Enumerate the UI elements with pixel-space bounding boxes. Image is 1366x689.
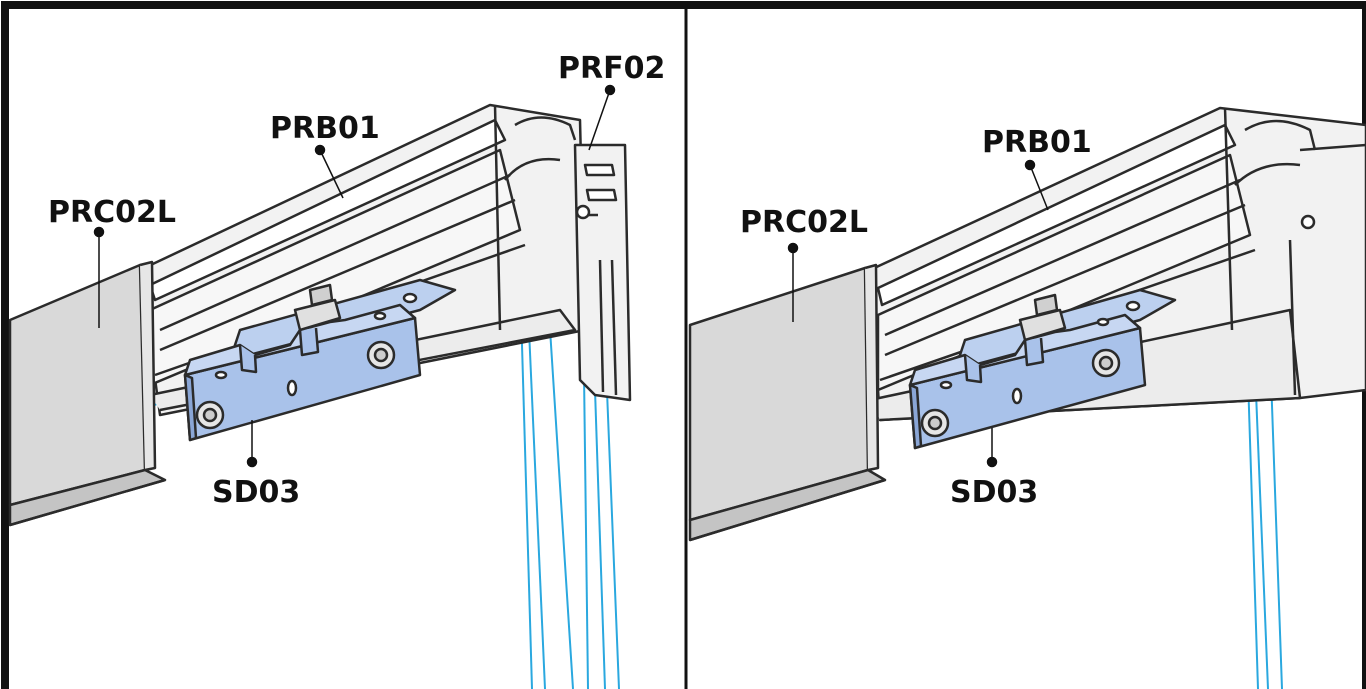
label-rail-right: PRB01: [982, 125, 1092, 160]
bracket-sd03-right: [908, 288, 1177, 450]
frame-prf02: [573, 143, 632, 402]
label-frame-left: PRF02: [558, 51, 665, 86]
label-rail-left: PRB01: [270, 111, 380, 146]
label-bracket-right: SD03: [950, 475, 1038, 510]
bracket-sd03-left: [183, 278, 457, 442]
label-cover-right: PRC02L: [740, 205, 868, 240]
leaders-right: [787, 159, 1049, 468]
cover-prc02l-right: [688, 263, 887, 542]
panel-right: PRC02L PRB01 SD03: [688, 106, 1366, 689]
label-cover-left: PRC02L: [48, 195, 176, 230]
label-bracket-left: SD03: [212, 475, 300, 510]
cover-prc02l-left: [8, 260, 167, 527]
leaders-left: [93, 84, 616, 468]
panel-left: PRC02L PRB01 PRF02 SD03: [8, 51, 665, 689]
